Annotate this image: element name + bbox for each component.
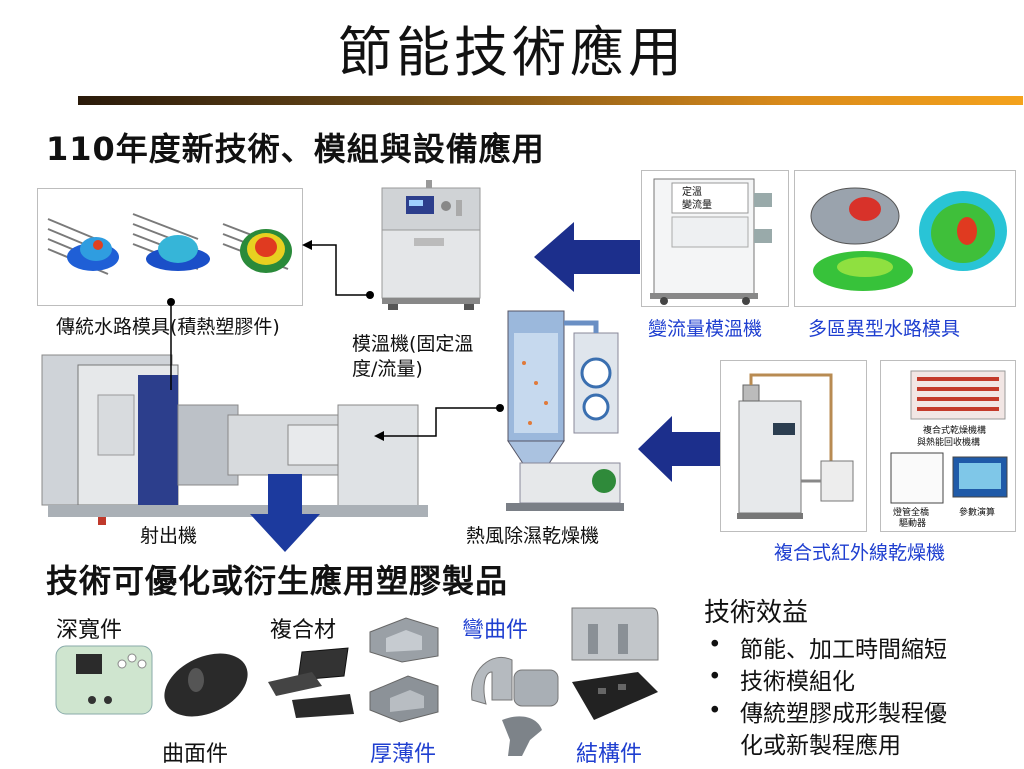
label-traditional-mold: 傳統水路模具(積熱塑膠件) — [56, 316, 280, 338]
svg-text:複合式乾燥機構: 複合式乾燥機構 — [923, 424, 986, 436]
composite-part-image — [262, 642, 358, 722]
traditional-mold-image — [37, 188, 303, 306]
label-thick-thin-part: 厚薄件 — [370, 742, 437, 767]
benefit-item-3-cont: 化或新製程應用 — [740, 733, 901, 759]
structural-part-image-1 — [568, 604, 662, 664]
thick-thin-part-image-2 — [366, 668, 442, 724]
page-title: 節能技術應用 — [338, 21, 686, 84]
infrared-dryer-machine-image — [720, 360, 867, 532]
left-arrow-icon-2 — [638, 416, 720, 482]
label-bent-part: 彎曲件 — [462, 618, 529, 643]
benefit-bullet-2: • — [708, 664, 722, 690]
section-heading-applications: 技術可優化或衍生應用塑膠製品 — [46, 562, 509, 600]
svg-text:與熱能回收機構: 與熱能回收機構 — [917, 436, 980, 448]
benefit-item-2: 技術模組化 — [740, 669, 855, 695]
label-injection-machine: 射出機 — [140, 525, 198, 547]
benefit-bullet-1: • — [708, 632, 722, 658]
benefit-item-1: 節能、加工時間縮短 — [740, 637, 947, 663]
label-deep-wide-part: 深寬件 — [56, 618, 123, 643]
label-multi-zone-mold: 多區異型水路模具 — [808, 318, 961, 340]
deep-wide-part-image — [52, 640, 156, 720]
svg-text:驅動器: 驅動器 — [899, 518, 926, 529]
label-hot-air-dryer: 熱風除濕乾燥機 — [466, 525, 600, 547]
variable-flow-controller-image: 定溫 變流量 — [641, 170, 789, 307]
thick-thin-part-image-1 — [366, 612, 442, 664]
mold-temp-controller-image — [376, 178, 486, 312]
svg-text:定溫: 定溫 — [682, 185, 702, 198]
structural-part-image-2 — [568, 668, 662, 724]
svg-text:參數演算: 參數演算 — [959, 506, 995, 518]
injection-machine-image — [38, 335, 438, 530]
down-arrow-icon — [250, 474, 320, 552]
left-arrow-icon — [534, 222, 640, 292]
multi-zone-mold-image — [794, 170, 1016, 307]
benefit-item-3: 傳統塑膠成形製程優 — [740, 701, 947, 727]
benefit-bullet-3: • — [708, 698, 722, 724]
label-structural-part: 結構件 — [576, 742, 643, 767]
section-heading-new-tech: 110年度新技術、模組與設備應用 — [46, 130, 545, 168]
bent-part-image — [452, 640, 568, 758]
label-variable-flow-controller: 變流量模溫機 — [648, 318, 763, 340]
infrared-dryer-components-image: 複合式乾燥機構 與熱能回收機構 燈管全橋 驅動器 參數演算 — [880, 360, 1016, 532]
label-composite-part: 複合材 — [270, 618, 337, 643]
hot-air-dryer-image — [500, 303, 630, 515]
label-infrared-dryer: 複合式紅外線乾燥機 — [774, 542, 946, 564]
benefits-heading: 技術效益 — [704, 598, 809, 628]
curved-part-image — [156, 640, 254, 730]
svg-text:燈管全橋: 燈管全橋 — [893, 506, 929, 518]
label-mold-temp-controller: 模溫機(固定溫度/流量) — [352, 333, 474, 380]
svg-text:變流量: 變流量 — [682, 198, 712, 211]
title-underline — [78, 96, 1023, 105]
label-curved-part: 曲面件 — [162, 742, 229, 767]
